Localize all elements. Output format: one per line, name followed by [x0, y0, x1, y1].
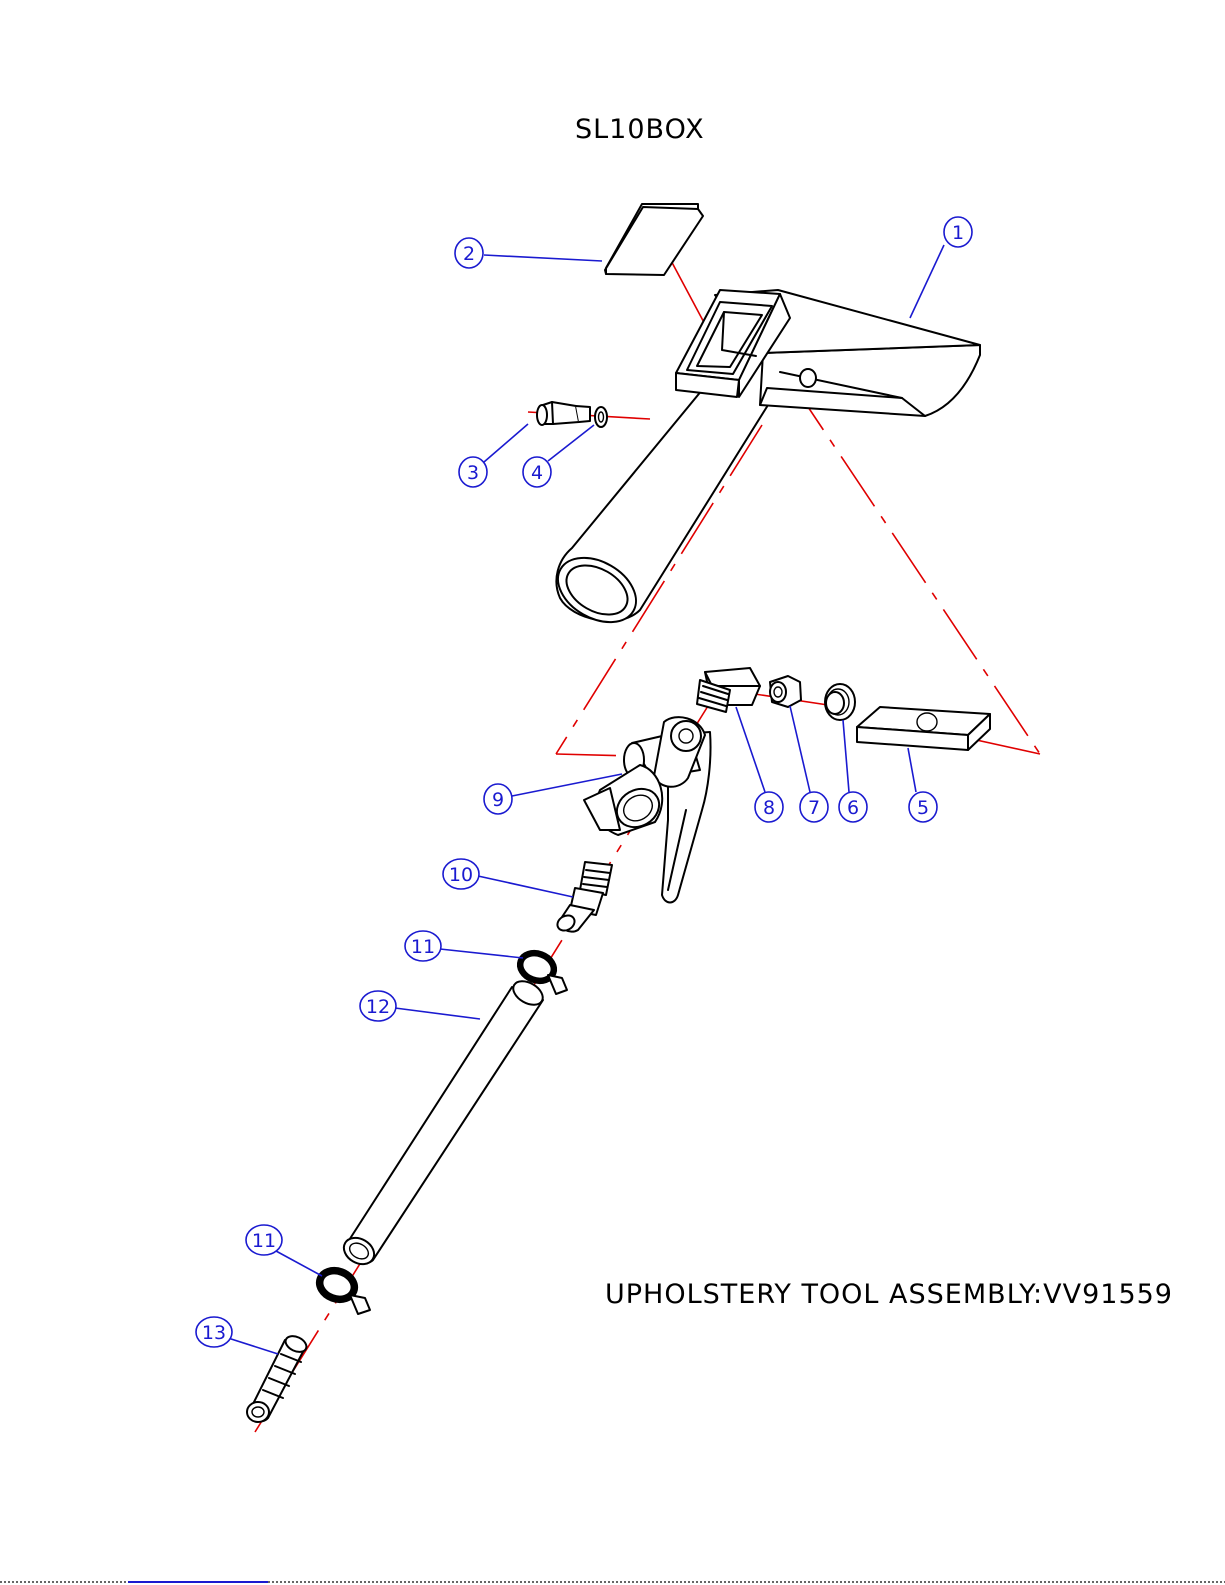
callout-11-upper: 11: [405, 931, 523, 961]
part-2-pad: [605, 204, 703, 275]
part-7-nut: [770, 676, 801, 707]
callout-2: 2: [455, 238, 602, 268]
svg-text:8: 8: [763, 797, 775, 819]
callout-11-lower: 11: [246, 1225, 322, 1276]
part-3-screw: [537, 402, 590, 425]
callout-12: 12: [360, 991, 480, 1021]
part-8-elbow: [697, 668, 760, 712]
svg-text:5: 5: [917, 797, 929, 819]
callout-3: 3: [459, 424, 528, 487]
svg-text:12: 12: [366, 996, 390, 1018]
part-11-hose-clamp-lower: [311, 1262, 370, 1314]
svg-text:13: 13: [202, 1322, 226, 1344]
callout-4: 4: [523, 425, 594, 487]
callout-13: 13: [196, 1317, 278, 1354]
svg-text:4: 4: [531, 462, 543, 484]
callout-1: 1: [910, 217, 972, 318]
part-1-upholstery-head: [547, 290, 980, 635]
part-10-barb-fitting: [555, 862, 612, 934]
part-5-plate: [857, 707, 990, 750]
svg-text:1: 1: [952, 222, 964, 244]
svg-text:3: 3: [467, 462, 479, 484]
svg-text:9: 9: [492, 789, 504, 811]
svg-text:7: 7: [808, 797, 820, 819]
svg-text:11: 11: [411, 936, 435, 958]
part-4-washer: [595, 407, 607, 427]
callout-8: 8: [736, 707, 783, 822]
callout-5: 5: [908, 748, 937, 822]
svg-text:2: 2: [463, 243, 475, 265]
svg-text:10: 10: [449, 864, 473, 886]
assembly-title: UPHOLSTERY TOOL ASSEMBLY:VV91559: [605, 1279, 1173, 1310]
svg-text:11: 11: [252, 1230, 276, 1252]
model-code-title: SL10BOX: [575, 114, 705, 145]
part-6-bushing: [825, 684, 855, 720]
callout-10: 10: [443, 859, 573, 897]
callout-7: 7: [790, 706, 828, 822]
svg-text:6: 6: [847, 797, 859, 819]
